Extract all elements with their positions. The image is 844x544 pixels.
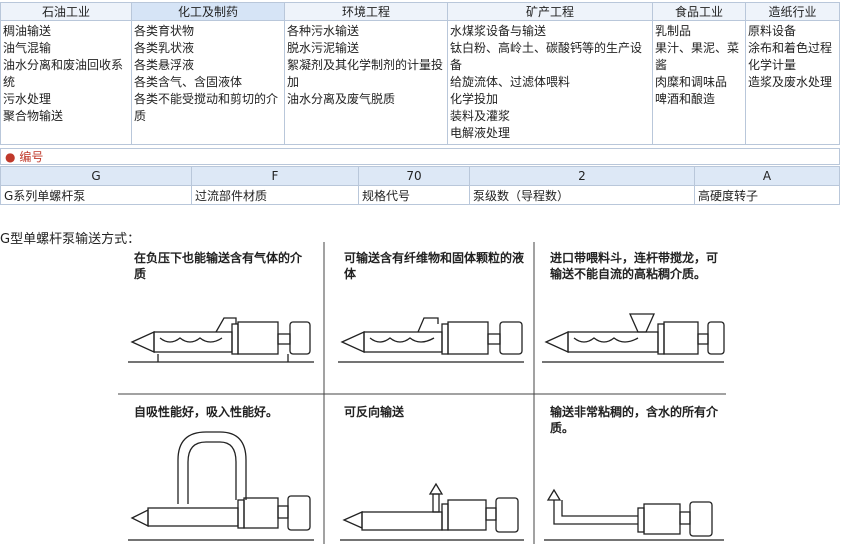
figure-caption: 自吸性能好，吸入性能好。 bbox=[134, 405, 279, 419]
industry-header: 食品工业 bbox=[652, 2, 746, 21]
industry-header: 矿产工程 bbox=[447, 2, 653, 21]
industry-item: 各类含气、含固液体 bbox=[134, 75, 243, 89]
industry-table: 石油工业 化工及制药 环境工程 矿产工程 食品工业 造纸行业 稠油输送油气混输油… bbox=[0, 2, 840, 145]
figure-caption: 输送非常粘稠的，含水的所有介质。 bbox=[550, 405, 719, 435]
section-heading: G型单螺杆泵输送方式： bbox=[0, 232, 141, 247]
code-cell: 70 bbox=[358, 166, 470, 186]
meaning-cell: G系列单螺杆泵 bbox=[0, 185, 192, 205]
meaning-row: G系列单螺杆泵 过流部件材质 规格代号 泵级数（导程数） 高硬度转子 bbox=[0, 185, 840, 205]
code-title-text: 编号 bbox=[19, 150, 44, 164]
pump-diagram-gas bbox=[128, 317, 314, 363]
industry-item: 各类育状物 bbox=[134, 24, 195, 38]
industry-item: 乳制品 bbox=[655, 24, 692, 38]
industry-item: 污水处理 bbox=[3, 92, 52, 106]
industry-item: 油水分离及废气脱质 bbox=[287, 92, 396, 106]
meaning-cell: 高硬度转子 bbox=[694, 185, 840, 205]
code-table: G F 70 2 A G系列单螺杆泵 过流部件材质 规格代号 泵级数（导程数） … bbox=[0, 166, 840, 205]
bullet-icon: ● bbox=[5, 150, 16, 164]
pump-diagram-fibers bbox=[338, 317, 524, 363]
industry-cell: 各类育状物各类乳状液各类悬浮液各类含气、含固液体各类不能受搅动和剪切的介质 bbox=[131, 20, 285, 145]
industry-item: 各种污水输送 bbox=[287, 24, 360, 38]
industry-body-row: 稠油输送油气混输油水分离和废油回收系统污水处理聚合物输送 各类育状物各类乳状液各… bbox=[0, 20, 840, 145]
industry-item: 啤酒和酿造 bbox=[655, 92, 716, 106]
industry-item: 钛白粉、高岭土、碳酸钙等的生产设备 bbox=[450, 41, 643, 72]
industry-header: 环境工程 bbox=[284, 2, 448, 21]
code-cell: A bbox=[694, 166, 840, 186]
code-row: G F 70 2 A bbox=[0, 166, 840, 186]
pump-diagram-viscous bbox=[544, 488, 724, 541]
figure-caption: 在负压下也能输送含有气体的介质 bbox=[134, 251, 303, 281]
code-cell: 2 bbox=[469, 166, 695, 186]
code-section-title: ● 编号 bbox=[0, 148, 840, 165]
industry-cell: 各种污水输送脱水污泥输送絮凝剂及其化学制剂的计量投加油水分离及废气脱质 bbox=[284, 20, 448, 145]
figure-caption: 进口带喂料斗，连杆带搅龙，可输送不能自流的高粘稠介质。 bbox=[550, 251, 719, 281]
industry-item: 电解液处理 bbox=[450, 126, 511, 140]
industry-item: 絮凝剂及其化学制剂的计量投加 bbox=[287, 58, 444, 89]
transport-mode-figure: 在负压下也能输送含有气体的介质 可输送含有纤维物和固体颗粒的液体 进口带喂料斗，… bbox=[118, 242, 726, 544]
figure-caption: 可反向输送 bbox=[344, 405, 405, 419]
industry-item: 各类悬浮液 bbox=[134, 58, 195, 72]
industry-header: 造纸行业 bbox=[745, 2, 840, 21]
industry-item: 果汁、果泥、菜酱 bbox=[655, 41, 740, 72]
industry-item: 脱水污泥输送 bbox=[287, 41, 360, 55]
pump-diagrams bbox=[118, 242, 726, 544]
industry-item: 肉糜和调味品 bbox=[655, 75, 728, 89]
industry-cell: 稠油输送油气混输油水分离和废油回收系统污水处理聚合物输送 bbox=[0, 20, 132, 145]
industry-item: 原料设备 bbox=[748, 24, 797, 38]
industry-header-row: 石油工业 化工及制药 环境工程 矿产工程 食品工业 造纸行业 bbox=[0, 2, 840, 21]
figure-caption: 可输送含有纤维物和固体颗粒的液体 bbox=[344, 251, 525, 281]
industry-item: 水煤浆设备与输送 bbox=[450, 24, 547, 38]
industry-cell: 原料设备涂布和着色过程化学计量造浆及废水处理 bbox=[745, 20, 840, 145]
meaning-cell: 规格代号 bbox=[358, 185, 470, 205]
industry-item: 化学投加 bbox=[450, 92, 499, 106]
pump-diagram-hopper bbox=[542, 313, 725, 363]
code-cell: F bbox=[191, 166, 359, 186]
pump-diagram-reversible bbox=[340, 482, 524, 541]
industry-item: 化学计量 bbox=[748, 58, 797, 72]
industry-item: 稠油输送 bbox=[3, 24, 52, 38]
industry-item: 涂布和着色过程 bbox=[748, 41, 833, 55]
industry-item: 各类乳状液 bbox=[134, 41, 195, 55]
industry-item: 给旋流体、过滤体喂料 bbox=[450, 75, 571, 89]
industry-cell: 乳制品果汁、果泥、菜酱肉糜和调味品啤酒和酿造 bbox=[652, 20, 746, 145]
meaning-cell: 泵级数（导程数） bbox=[469, 185, 695, 205]
meaning-cell: 过流部件材质 bbox=[191, 185, 359, 205]
industry-cell: 水煤浆设备与输送钛白粉、高岭土、碳酸钙等的生产设备给旋流体、过滤体喂料化学投加装… bbox=[447, 20, 653, 145]
industry-item: 装料及灌浆 bbox=[450, 109, 511, 123]
industry-item: 油气混输 bbox=[3, 41, 52, 55]
industry-header: 化工及制药 bbox=[131, 2, 285, 21]
industry-header: 石油工业 bbox=[0, 2, 132, 21]
code-cell: G bbox=[0, 166, 192, 186]
pump-diagram-self-priming bbox=[128, 431, 314, 541]
industry-item: 各类不能受搅动和剪切的介质 bbox=[134, 92, 279, 123]
industry-item: 造浆及废水处理 bbox=[748, 75, 833, 89]
industry-item: 油水分离和废油回收系统 bbox=[3, 58, 124, 89]
industry-item: 聚合物输送 bbox=[3, 109, 64, 123]
